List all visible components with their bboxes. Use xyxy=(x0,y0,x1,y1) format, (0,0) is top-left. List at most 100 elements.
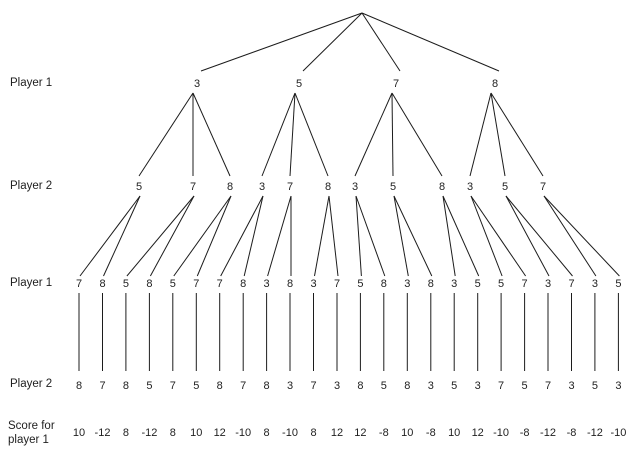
node-player2-9: 3 xyxy=(466,181,474,193)
node-player2b-8: 8 xyxy=(263,380,270,392)
score-value-22: -12 xyxy=(586,427,603,439)
tree-edge xyxy=(391,92,394,177)
node-player2-8: 8 xyxy=(438,181,446,193)
tree-edge xyxy=(138,92,194,177)
score-value-21: -8 xyxy=(566,427,577,439)
node-player1b-0: 7 xyxy=(75,278,83,290)
tree-edge xyxy=(200,12,363,72)
score-value-8: 8 xyxy=(263,427,270,439)
score-row-label: Score for player 1 xyxy=(8,419,55,447)
tree-edge xyxy=(192,92,231,177)
tree-edge xyxy=(354,92,393,177)
node-player1b-20: 3 xyxy=(544,278,552,290)
node-player1b-6: 7 xyxy=(216,278,223,290)
node-player2b-17: 3 xyxy=(474,380,481,392)
score-value-23: -10 xyxy=(610,427,627,439)
score-value-3: -12 xyxy=(141,427,158,439)
node-player2b-2: 8 xyxy=(122,380,129,392)
score-value-1: -12 xyxy=(94,427,111,439)
node-player2b-13: 5 xyxy=(380,380,387,392)
node-player1b-22: 3 xyxy=(591,278,598,290)
node-player1b-14: 3 xyxy=(404,278,411,290)
tree-edge xyxy=(543,195,597,277)
node-player2b-4: 7 xyxy=(169,380,176,392)
node-player1b-4: 5 xyxy=(169,278,176,290)
score-value-0: 10 xyxy=(72,427,86,439)
node-player2-5: 8 xyxy=(324,181,332,193)
node-player1b-21: 7 xyxy=(568,278,575,290)
node-player2-11: 7 xyxy=(539,181,547,193)
score-value-17: 12 xyxy=(471,427,484,439)
tree-edge xyxy=(196,195,232,277)
node-player2b-7: 7 xyxy=(240,380,247,392)
score-value-9: -10 xyxy=(282,427,298,439)
node-player2b-18: 7 xyxy=(498,380,505,392)
tree-edge xyxy=(126,195,195,277)
row-label-player2-level2: Player 2 xyxy=(10,180,53,192)
tree-edge xyxy=(328,195,339,277)
tree-edge xyxy=(469,92,492,177)
node-player1b-18: 5 xyxy=(498,278,505,290)
node-player2-1: 7 xyxy=(189,181,197,193)
score-value-11: 12 xyxy=(330,427,344,439)
score-value-2: 8 xyxy=(122,427,129,439)
node-player2b-9: 3 xyxy=(286,380,294,392)
node-player1b-12: 5 xyxy=(357,278,364,290)
node-player2b-10: 7 xyxy=(310,380,317,392)
tree-edge xyxy=(294,92,329,177)
tree-edge xyxy=(173,195,232,277)
score-value-10: 8 xyxy=(310,427,317,439)
node-player1-1: 5 xyxy=(295,78,303,90)
tree-edge xyxy=(220,195,264,277)
tree-edge xyxy=(355,195,386,277)
tree-edge xyxy=(442,195,456,277)
tree-edge xyxy=(393,195,433,277)
tree-edge xyxy=(361,12,401,72)
row-label-player1-level3: Player 1 xyxy=(10,277,53,289)
node-player2b-16: 5 xyxy=(451,380,458,392)
node-player1b-8: 3 xyxy=(263,278,270,290)
row-label-player2-level4: Player 2 xyxy=(10,378,53,390)
node-player1b-5: 7 xyxy=(193,278,200,290)
score-value-12: 12 xyxy=(354,427,367,439)
node-player2b-0: 8 xyxy=(75,380,83,392)
node-player2b-23: 3 xyxy=(615,380,622,392)
node-player1-2: 7 xyxy=(392,78,400,90)
node-player2-7: 5 xyxy=(389,181,397,193)
score-row-label-line2: player 1 xyxy=(8,434,49,446)
node-player1-3: 8 xyxy=(491,78,499,90)
node-player2b-1: 7 xyxy=(99,380,106,392)
tree-edge xyxy=(243,195,264,277)
node-player1b-7: 8 xyxy=(240,278,247,290)
tree-edge xyxy=(470,195,527,277)
score-value-20: -12 xyxy=(540,427,556,439)
node-player1b-2: 5 xyxy=(122,278,129,290)
score-value-13: -8 xyxy=(378,427,389,439)
node-player2-3: 3 xyxy=(258,181,266,193)
tree-edge xyxy=(149,195,195,277)
tree-edge xyxy=(391,92,443,177)
score-row-label-line1: Score for xyxy=(8,420,55,432)
row-label-player1-level1: Player 1 xyxy=(10,77,53,89)
tree-edge xyxy=(103,195,141,277)
node-player1b-3: 8 xyxy=(146,278,153,290)
node-player1b-15: 8 xyxy=(427,278,434,290)
node-player1b-23: 5 xyxy=(615,278,622,290)
tree-edge xyxy=(302,12,363,72)
tree-edge xyxy=(470,195,503,277)
node-player1b-10: 3 xyxy=(310,278,317,290)
node-player1b-9: 8 xyxy=(286,278,294,290)
node-player1b-16: 3 xyxy=(451,278,458,290)
node-player2-2: 8 xyxy=(226,181,234,193)
tree-edge xyxy=(543,195,620,277)
node-player2b-19: 5 xyxy=(521,380,528,392)
tree-edge xyxy=(289,92,296,177)
score-value-15: -8 xyxy=(425,427,436,439)
score-value-18: -10 xyxy=(493,427,510,439)
node-player2b-11: 3 xyxy=(333,380,341,392)
tree-edge xyxy=(267,195,292,277)
node-player1b-1: 8 xyxy=(99,278,106,290)
tree-edge xyxy=(393,195,409,277)
